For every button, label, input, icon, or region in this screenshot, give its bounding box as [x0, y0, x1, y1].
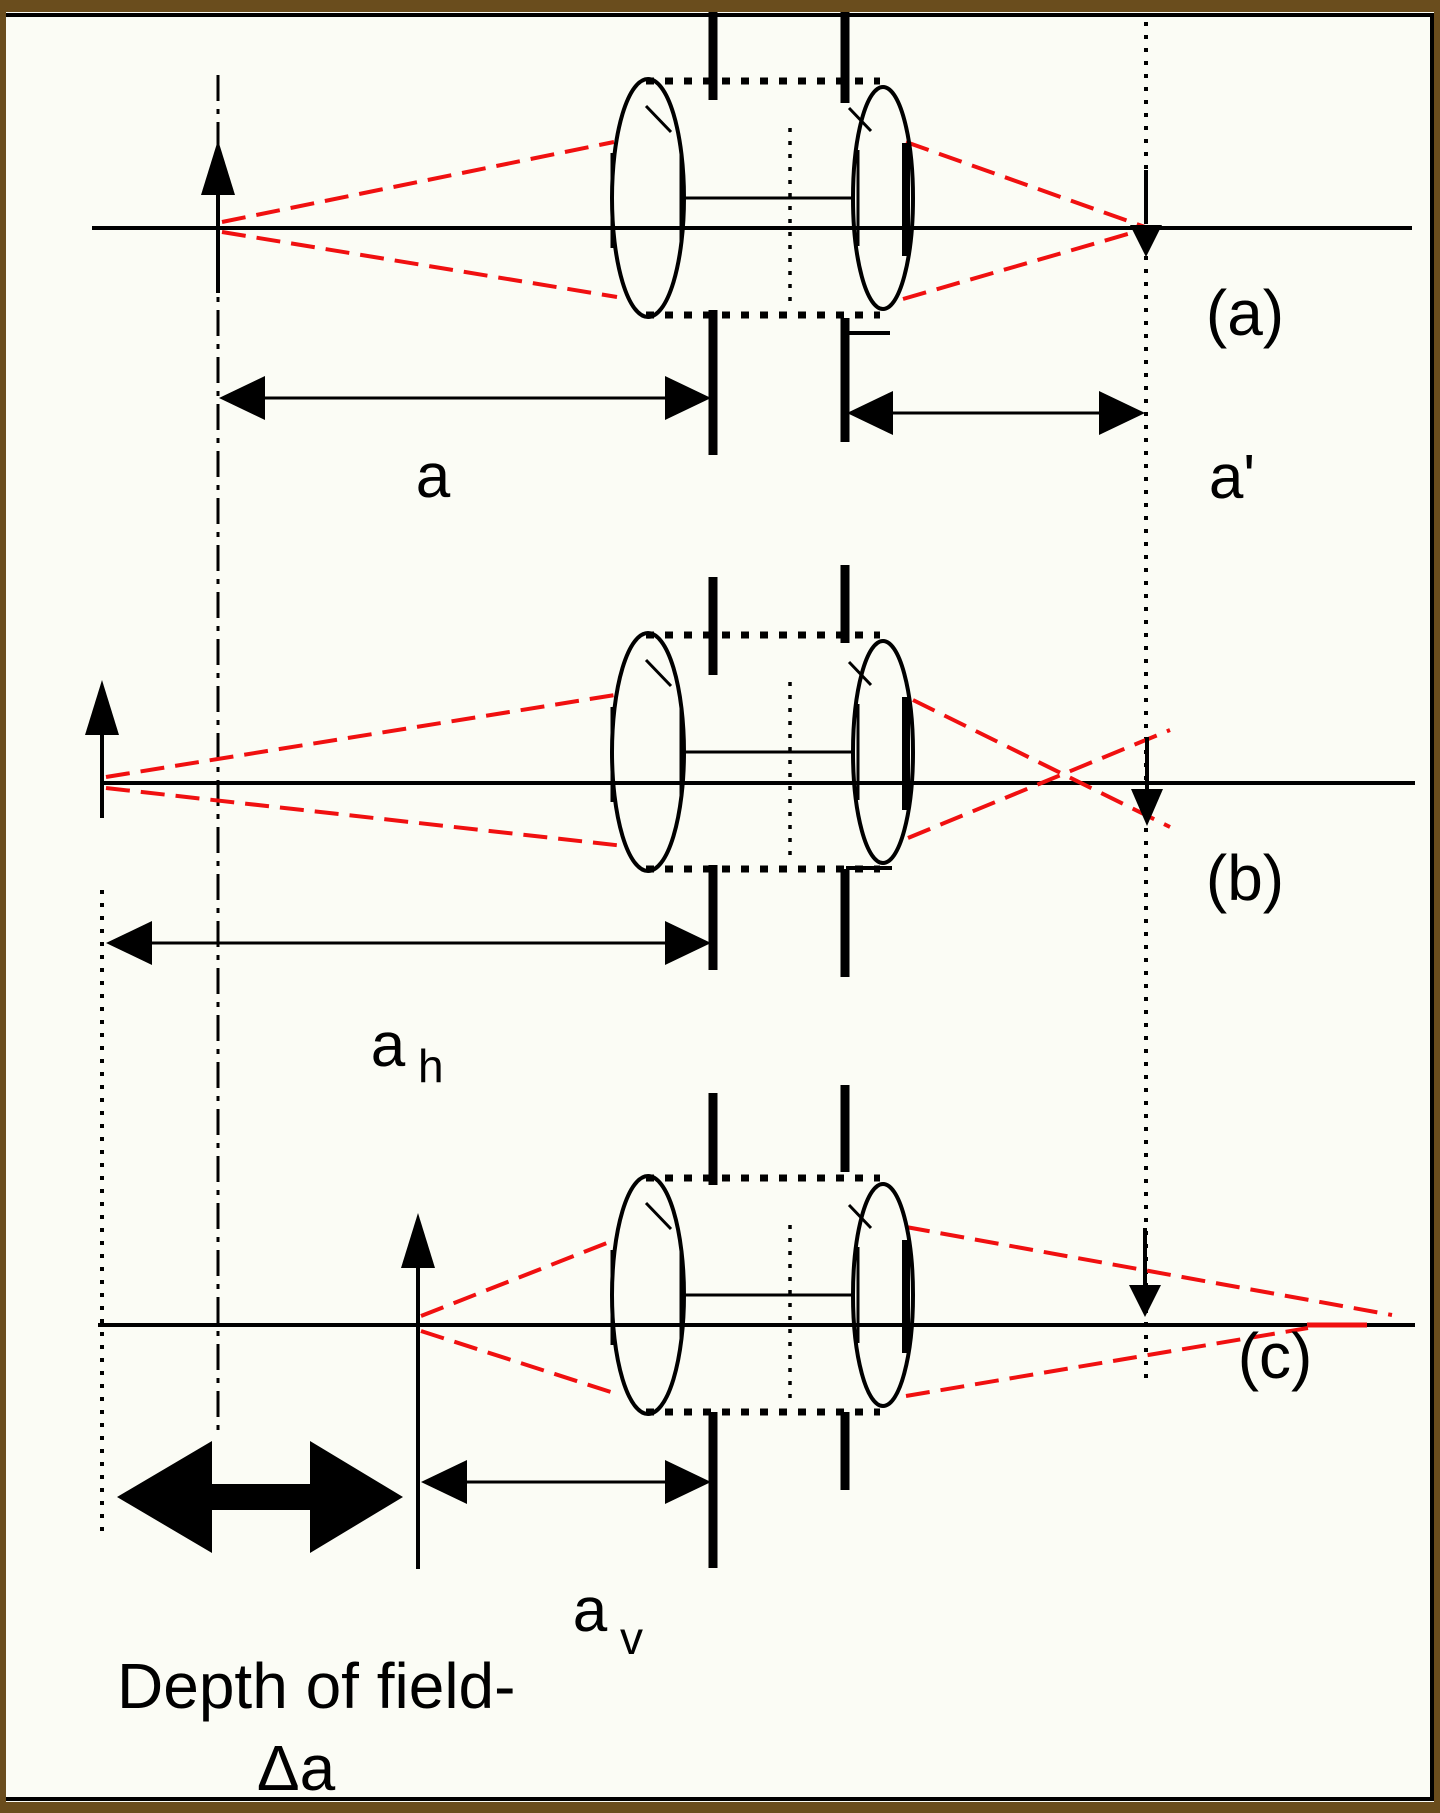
- image-arrow-a-head: [1130, 225, 1162, 257]
- ray-b-upper-object: [105, 692, 622, 779]
- object-arrow-b-head: [85, 680, 119, 735]
- object-arrow-a-head: [201, 140, 235, 195]
- frame-border-left: [0, 0, 6, 1813]
- object-distance-label: a: [416, 442, 451, 511]
- image-arrow-c-head: [1129, 1285, 1161, 1317]
- dimension-ah-right-head: [665, 921, 711, 965]
- frame-border-right: [1434, 0, 1440, 1813]
- ray-c-upper-object: [420, 1237, 618, 1318]
- dimension-ah-left-head: [106, 921, 152, 965]
- object-arrow-c-head: [401, 1213, 435, 1268]
- near-limit-label-base: a: [573, 1576, 608, 1645]
- panel-b-label: (b): [1206, 842, 1284, 914]
- panel-c: (c) a v: [98, 1085, 1415, 1664]
- ray-b-converging-down: [912, 698, 1171, 829]
- panel-a-label: (a): [1206, 277, 1284, 349]
- dimension-av-right-head: [665, 1460, 711, 1504]
- ray-a-lower-image: [902, 227, 1146, 301]
- image-arrow-b-head: [1131, 789, 1163, 826]
- panel-c-label: (c): [1238, 1320, 1313, 1392]
- ray-b-converging-up: [907, 728, 1171, 840]
- caption-delta-a: Δa: [257, 1732, 336, 1804]
- dimension-a-prime-right-head: [1099, 391, 1145, 435]
- ray-b-lower-object: [105, 786, 625, 848]
- dimension-a-prime-left-head: [847, 391, 893, 435]
- dimension-a-right-head: [665, 376, 711, 420]
- frame-border-top: [0, 0, 1440, 12]
- dimension-av-left-head: [421, 1460, 467, 1504]
- far-limit-label-subscript: h: [418, 1040, 444, 1092]
- near-limit-label-subscript: v: [620, 1612, 643, 1664]
- dimension-a-left-head: [219, 376, 265, 420]
- panel-b: (b) a h: [85, 565, 1415, 1092]
- ray-a-upper-image: [905, 140, 1146, 229]
- caption-depth-of-field: Depth of field-: [117, 1650, 515, 1722]
- frame-border-bottom: [0, 1802, 1440, 1813]
- far-limit-label-base: a: [371, 1011, 406, 1080]
- image-distance-label: a': [1209, 443, 1255, 512]
- depth-of-field-double-arrow: [117, 1441, 403, 1553]
- ray-a-lower-object: [221, 230, 618, 299]
- panel-a: (a) a a': [92, 12, 1412, 512]
- ray-a-upper-object: [221, 140, 615, 224]
- ray-c-converging-down: [905, 1225, 1393, 1317]
